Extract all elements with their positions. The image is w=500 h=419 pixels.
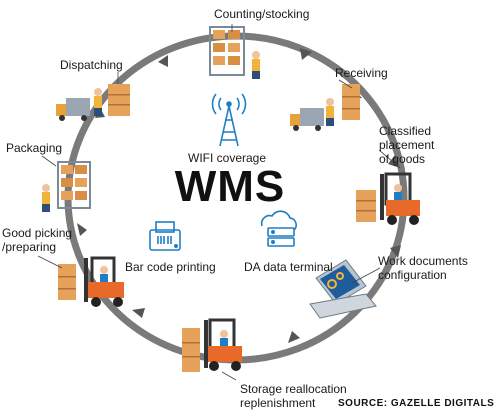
wifi-coverage-label: WIFI coverage bbox=[188, 151, 267, 165]
barcode-printer-icon bbox=[149, 221, 181, 251]
arrow-icon bbox=[388, 155, 400, 168]
step-classified-label: Classified placement of goods bbox=[379, 124, 435, 166]
picking-forklift-illustration bbox=[58, 256, 124, 307]
arrow-icon bbox=[158, 55, 168, 67]
step-good-picking-label: Good picking /preparing bbox=[2, 226, 73, 254]
arrow-icon bbox=[300, 48, 312, 60]
arrow-icon bbox=[288, 331, 300, 343]
arrow-icon bbox=[132, 308, 145, 318]
step-dispatching-label: Dispatching bbox=[60, 58, 123, 72]
arrow-icon bbox=[77, 223, 87, 236]
step-counting-label: Counting/stocking bbox=[214, 7, 310, 21]
data-terminal-label: DA data terminal bbox=[244, 260, 333, 274]
step-work-docs-label: Work documents configuration bbox=[378, 254, 468, 282]
barcode-printing-label: Bar code printing bbox=[125, 260, 216, 274]
counting-shelf-illustration bbox=[209, 26, 260, 79]
step-storage-label: Storage reallocation replenishment bbox=[240, 382, 347, 410]
data-terminal-icon bbox=[260, 210, 297, 247]
packaging-shelf-illustration bbox=[42, 161, 91, 212]
receiving-truck-illustration bbox=[290, 84, 360, 131]
storage-forklift-illustration bbox=[182, 318, 242, 372]
arrow-icon bbox=[390, 245, 401, 258]
dispatching-truck-illustration bbox=[56, 84, 130, 121]
wms-title: WMS bbox=[174, 162, 286, 211]
source-credit: SOURCE: GAZELLE DIGITALS bbox=[338, 398, 495, 409]
step-receiving-label: Receiving bbox=[335, 66, 388, 80]
wifi-tower-icon bbox=[211, 93, 247, 147]
laptop-illustration bbox=[309, 259, 377, 319]
classified-forklift-illustration bbox=[356, 172, 420, 225]
step-packaging-label: Packaging bbox=[6, 141, 63, 155]
